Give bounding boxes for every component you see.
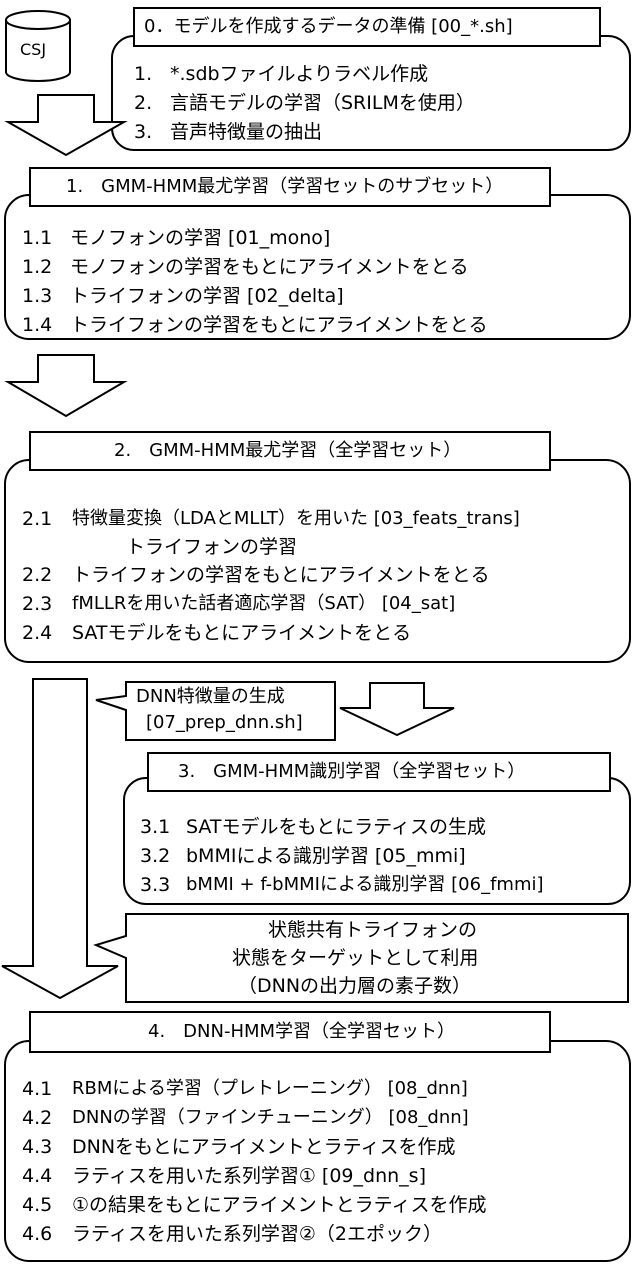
target-callout <box>93 913 629 1003</box>
callout-text: 状態共有トライフォンの <box>268 919 478 941</box>
list-item-text: RBMによる学習（プレトレーニング） [08_dnn] <box>72 1078 468 1099</box>
list-item-num: 3.3 <box>140 874 171 896</box>
section-1-header-box <box>29 167 551 207</box>
database-cylinder-icon <box>5 10 71 82</box>
list-item-text: トライフォンの学習 [02_delta] <box>70 285 344 307</box>
down-arrow-icon <box>4 354 128 418</box>
list-item-text: DNNをもとにアライメントとラティスを作成 <box>72 1136 456 1158</box>
section-4-header: 4. DNN-HMM学習（全学習セット） <box>148 1021 456 1042</box>
list-item-text: SATモデルをもとにラティスの生成 <box>186 816 487 838</box>
down-arrow-icon <box>339 682 455 737</box>
section-4-header-box <box>29 1011 551 1053</box>
list-item-num: 4.2 <box>22 1107 53 1129</box>
list-item-num: 3.1 <box>140 816 171 838</box>
list-item-text: トライフォンの学習をもとにアライメントをとる <box>72 564 490 586</box>
list-item-text: モノフォンの学習をもとにアライメントをとる <box>70 256 469 278</box>
list-item-num: 1. <box>134 63 153 85</box>
list-item-num: 1.4 <box>22 314 53 336</box>
section-3-header: 3. GMM-HMM識別学習（全学習セット） <box>178 761 526 782</box>
down-arrow-icon <box>4 94 128 157</box>
list-item-num: 4.1 <box>22 1078 53 1100</box>
list-item-num: 1.2 <box>22 256 53 278</box>
list-item-num: 1.1 <box>22 227 53 249</box>
section-1-header: 1. GMM-HMM最尤学習（学習セットのサブセット） <box>66 176 504 197</box>
list-item-text: ラティスを用いた系列学習① [09_dnn_s] <box>72 1165 426 1187</box>
list-item-num: 3.2 <box>140 845 171 867</box>
list-item-num: 4.5 <box>22 1194 53 1216</box>
list-item-num: 4.6 <box>22 1223 53 1245</box>
section-3-header-box <box>147 752 611 792</box>
list-item-text: トライフォンの学習 <box>126 536 298 558</box>
section-2-header-box <box>29 431 551 471</box>
dnn-feature-callout <box>95 681 336 741</box>
list-item-num: 1.3 <box>22 285 53 307</box>
list-item-text: bMMI + f-bMMIによる識別学習 [06_fmmi] <box>186 874 544 895</box>
list-item-text: ラティスを用いた系列学習②（2エポック） <box>72 1223 442 1245</box>
list-item-num: 2.4 <box>22 622 53 644</box>
list-item-num: 3. <box>134 121 153 143</box>
list-item-text: 特徴量変換（LDAとMLLT）を用いた [03_feats_trans] <box>72 508 520 529</box>
list-item-text: fMLLRを用いた話者適応学習（SAT） [04_sat] <box>72 593 456 614</box>
list-item-text: bMMIによる識別学習 [05_mmi] <box>186 845 466 867</box>
list-item-text: SATモデルをもとにアライメントをとる <box>72 622 412 644</box>
callout-text: DNN特徴量の生成 <box>136 686 285 707</box>
section-0-header: 0．モデルを作成するデータの準備 [00_*.sh] <box>144 16 513 37</box>
section-2-header: 2. GMM-HMM最尤学習（全学習セット） <box>114 440 462 461</box>
callout-text: [07_prep_dnn.sh] <box>146 712 303 733</box>
list-item-num: 2.2 <box>22 564 53 586</box>
list-item-text: 言語モデルの学習（SRILMを使用） <box>170 92 475 114</box>
list-item-text: 音声特徴量の抽出 <box>170 121 323 143</box>
list-item-num: 2.1 <box>22 508 53 530</box>
section-0-header-box <box>133 7 601 47</box>
list-item-num: 4.4 <box>22 1165 53 1187</box>
list-item-text: トライフォンの学習をもとにアライメントをとる <box>70 314 488 336</box>
callout-text: （DNNの出力層の素子数） <box>238 975 472 997</box>
list-item-text: ①の結果をもとにアライメントとラティスを作成 <box>72 1194 487 1216</box>
list-item-num: 4.3 <box>22 1136 53 1158</box>
callout-text: 状態をターゲットとして利用 <box>232 947 479 969</box>
list-item-num: 2. <box>134 92 153 114</box>
list-item-text: モノフォンの学習 [01_mono] <box>70 227 331 249</box>
list-item-num: 2.3 <box>22 593 53 615</box>
long-down-arrow-icon <box>1 678 119 1000</box>
list-item-text: DNNの学習（ファインチューニング） [08_dnn] <box>72 1107 469 1128</box>
database-label: CSJ <box>20 40 47 59</box>
list-item-text: *.sdbファイルよりラベル作成 <box>170 63 429 85</box>
